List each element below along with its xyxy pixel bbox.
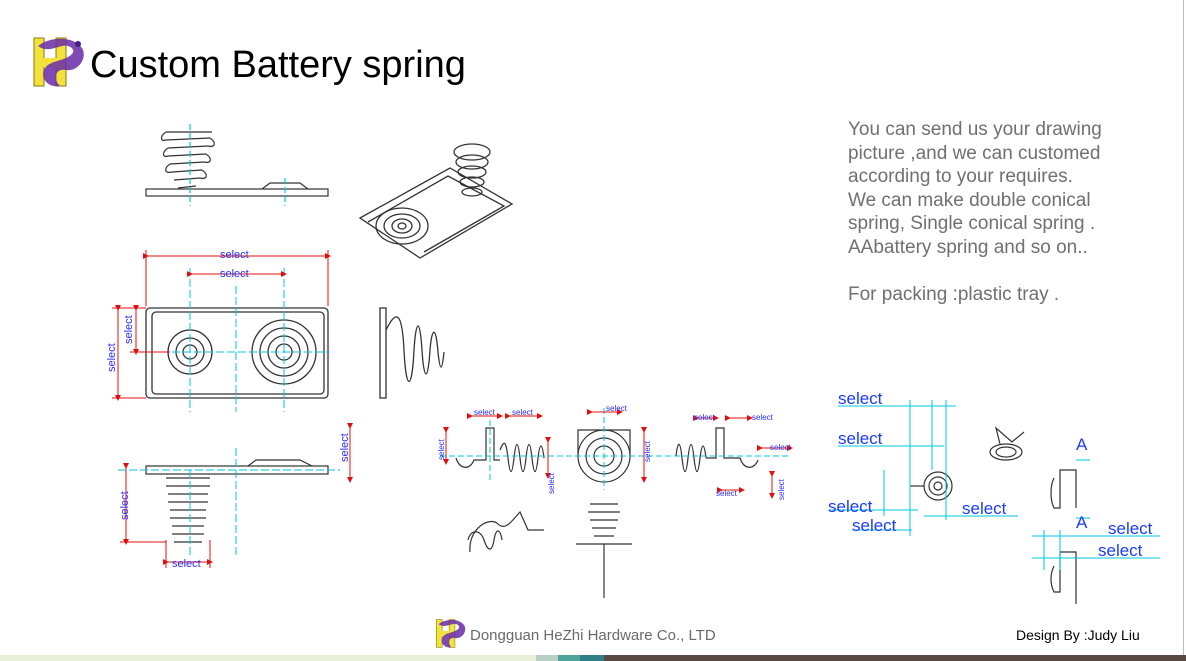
dimension-label: select (220, 268, 249, 280)
footer-designer: Design By :Judy Liu (1016, 627, 1140, 643)
side-conical-spring-drawing (379, 307, 445, 399)
dimension-label: select (172, 558, 201, 570)
dimension-label: select (106, 343, 118, 372)
dimension-label: select (437, 438, 446, 460)
dimension-label: select (770, 443, 792, 452)
footer-band (558, 655, 580, 661)
conical-spring-plate-drawing (145, 124, 329, 206)
dimension-label: select (777, 478, 786, 500)
description-line: picture ,and we can customed (848, 142, 1101, 164)
dimension-label: select (220, 249, 249, 261)
dimension-label: select (339, 433, 351, 462)
dimension-label: select (962, 499, 1007, 518)
dimension-label: select (512, 408, 534, 417)
dimension-label: select (1108, 519, 1153, 538)
footer-company-name: Dongguan HeZhi Hardware Co., LTD (470, 627, 716, 644)
dimension-label: select (474, 408, 496, 417)
dimension-label: select (852, 516, 897, 535)
section-label: A (1076, 513, 1088, 532)
dimension-label: select (694, 413, 716, 422)
dimension-label: select (838, 389, 883, 408)
slide-edge (1183, 0, 1184, 655)
footer-band (0, 655, 536, 661)
dimension-label: select (716, 489, 738, 498)
dimension-label: select (119, 491, 131, 520)
dimension-label: select (123, 315, 135, 344)
footer-band (580, 655, 604, 661)
description-line: spring, Single conical spring . (848, 213, 1096, 234)
spiral-section-drawing: select select select select select selec… (828, 389, 1160, 604)
double-spiral-top-view-drawing: select select select select (106, 249, 331, 412)
description-line: according to your requires. (848, 166, 1073, 187)
dimension-label: select (643, 440, 652, 462)
footer-band (536, 655, 558, 661)
hezhi-dragon-logo-icon (436, 619, 466, 648)
hezhi-dragon-logo-icon (33, 37, 84, 87)
footer-band (604, 655, 1186, 661)
description-block: You can send us your drawing picture ,an… (848, 118, 1168, 306)
description-line: You can send us your drawing (848, 119, 1102, 140)
description-line: AAbattery spring and so on.. (848, 236, 1088, 258)
dimension-label: select (547, 472, 556, 494)
page-title: Custom Battery spring (90, 44, 466, 86)
dimension-label: select (752, 413, 774, 422)
isometric-double-spring-drawing (358, 143, 514, 259)
dimension-label: select (606, 404, 628, 413)
dimension-label: select (828, 497, 873, 516)
middle-spring-group-drawing: select select select select select selec… (437, 404, 793, 598)
description-line: For packing :plastic tray . (848, 283, 1060, 305)
dimension-label: select (838, 429, 883, 448)
dimension-label: select (1098, 541, 1143, 560)
description-line: We can make double conical (848, 189, 1091, 211)
front-conical-spring-drawing: select select select (118, 423, 353, 570)
section-label: A (1076, 435, 1088, 454)
